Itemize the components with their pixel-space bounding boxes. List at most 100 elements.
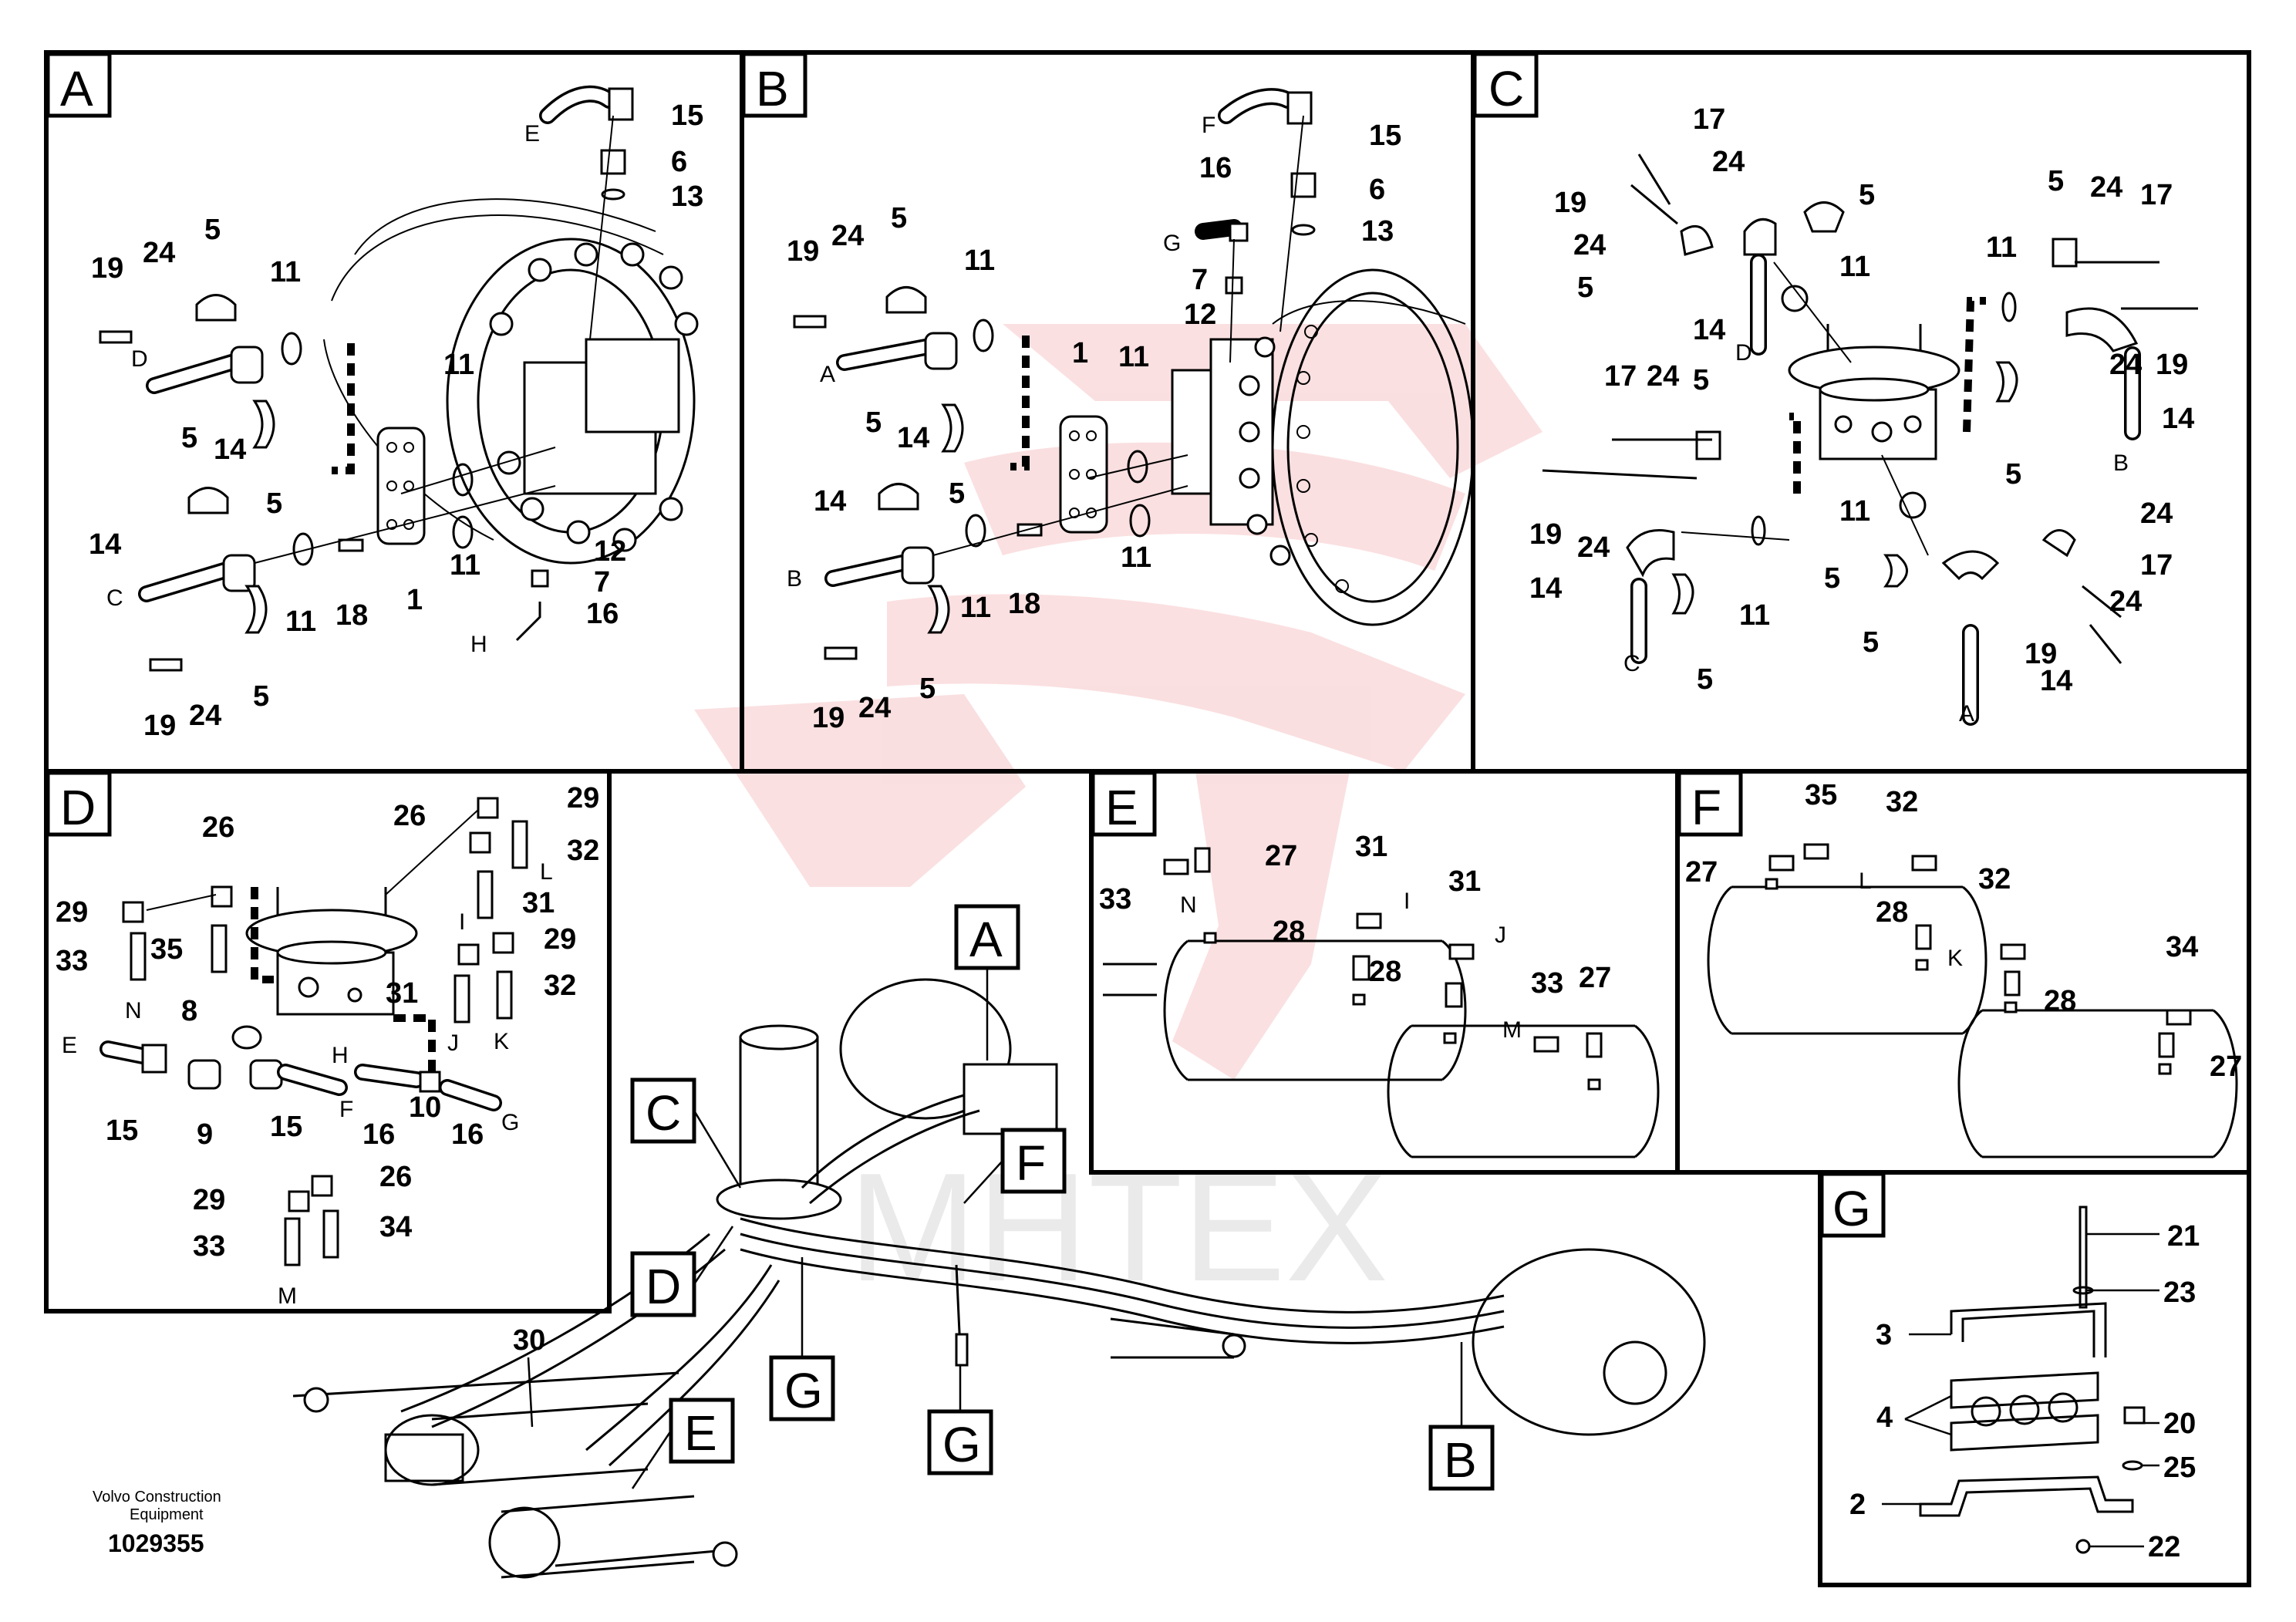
svg-text:29: 29: [193, 1184, 225, 1216]
svg-text:5: 5: [181, 422, 197, 454]
panel-f-cylinders: [1707, 878, 2238, 1158]
panel-b: B: [740, 50, 1475, 774]
svg-text:11: 11: [1121, 541, 1151, 574]
svg-text:17: 17: [1604, 360, 1637, 393]
svg-text:14: 14: [1529, 572, 1562, 605]
svg-text:19: 19: [1529, 518, 1562, 551]
svg-text:4: 4: [1876, 1401, 1893, 1434]
panel-c-callouts: 17 24 19 24 5 5 11 14 5 24 17 11 24 19 1…: [1529, 103, 2194, 727]
overview-callout-30: 30: [513, 1324, 545, 1357]
svg-text:5: 5: [1577, 271, 1593, 304]
svg-text:15: 15: [270, 1111, 302, 1143]
overview-label-c: C: [630, 1077, 696, 1144]
svg-text:31: 31: [1448, 865, 1481, 898]
svg-text:L: L: [540, 859, 553, 885]
panel-a: A: [44, 50, 744, 774]
svg-text:5: 5: [204, 214, 221, 246]
svg-text:G: G: [784, 1363, 823, 1418]
panel-a-orings-11: [281, 332, 474, 566]
svg-text:22: 22: [2148, 1531, 2180, 1563]
svg-text:A: A: [60, 61, 93, 116]
svg-text:11: 11: [1986, 231, 2017, 264]
svg-text:H: H: [332, 1043, 349, 1068]
svg-text:C: C: [106, 585, 123, 611]
overview-label-f: F: [1000, 1128, 1067, 1194]
svg-text:M: M: [1502, 1017, 1522, 1043]
svg-text:11: 11: [450, 549, 480, 582]
svg-text:31: 31: [522, 887, 555, 919]
svg-text:14: 14: [1693, 314, 1725, 346]
panel-c-label: C: [1472, 52, 1539, 118]
svg-text:15: 15: [106, 1114, 138, 1147]
svg-text:C: C: [1623, 651, 1640, 676]
svg-text:11: 11: [1739, 599, 1770, 632]
panel-d-callouts: 26 29 29 33 35 26 32 31 29 31 32 8 15 9 …: [56, 782, 599, 1309]
svg-text:H: H: [470, 632, 487, 657]
svg-text:A: A: [820, 362, 835, 387]
svg-text:26: 26: [202, 811, 234, 844]
svg-text:15: 15: [1369, 120, 1401, 152]
svg-text:32: 32: [567, 835, 599, 867]
svg-text:5: 5: [1824, 562, 1840, 595]
panel-e-fittings: [1163, 847, 1603, 1058]
svg-text:A: A: [1959, 701, 1974, 727]
panel-a-screws: [99, 330, 364, 672]
panel-a-callouts: 15 6 13 19 24 5 11 11 14 5 5 14 12 7 16 …: [89, 99, 703, 742]
panel-d-swivel-joint: [245, 887, 418, 1016]
panel-e-cylinders: [1103, 932, 1660, 1158]
svg-text:24: 24: [2140, 497, 2173, 530]
panel-d-fittings: [122, 797, 528, 1266]
svg-text:7: 7: [594, 566, 610, 599]
svg-text:B: B: [756, 61, 789, 116]
svg-text:8: 8: [181, 995, 197, 1027]
panel-a-flange-1: [376, 427, 426, 545]
svg-text:25: 25: [2163, 1452, 2196, 1484]
svg-text:19: 19: [2025, 638, 2057, 670]
svg-text:19: 19: [143, 710, 176, 742]
svg-text:5: 5: [949, 477, 965, 510]
svg-text:G: G: [1163, 231, 1181, 256]
svg-text:M: M: [278, 1283, 297, 1309]
panel-f-fittings: [1768, 843, 2192, 1058]
panel-d-label: D: [46, 771, 112, 837]
panel-f-label: F: [1677, 771, 1743, 837]
credit-line-1: Volvo Construction: [93, 1489, 221, 1506]
svg-text:F: F: [1691, 780, 1721, 835]
panel-a-oring-13: [601, 188, 625, 201]
svg-text:5: 5: [266, 487, 282, 520]
panel-g-label: G: [1819, 1172, 1886, 1238]
svg-text:28: 28: [2044, 985, 2076, 1017]
svg-text:G: G: [1832, 1181, 1871, 1236]
overview-label-d: D: [630, 1251, 696, 1317]
svg-text:18: 18: [335, 599, 368, 632]
svg-text:B: B: [787, 566, 802, 592]
svg-text:E: E: [524, 121, 540, 147]
svg-text:24: 24: [1647, 360, 1679, 393]
svg-text:E: E: [684, 1405, 717, 1461]
svg-text:B: B: [2113, 450, 2129, 476]
panel-g-cover-3: [1950, 1302, 2107, 1357]
svg-text:E: E: [1105, 780, 1138, 835]
svg-text:A: A: [969, 912, 1003, 967]
svg-text:24: 24: [2090, 171, 2122, 204]
panel-g-callouts: 21 23 3 4 20 25 2 22: [1849, 1220, 2200, 1563]
svg-text:16: 16: [1199, 152, 1232, 184]
svg-text:28: 28: [1369, 956, 1401, 988]
overview-swivel: [739, 1036, 819, 1193]
svg-text:24: 24: [858, 692, 891, 724]
panel-a-elbow-15: [608, 87, 634, 121]
overview-label-g2: G: [927, 1409, 993, 1475]
svg-text:D: D: [60, 780, 96, 835]
svg-text:33: 33: [1099, 883, 1131, 916]
overview-label-a: A: [954, 904, 1020, 970]
panel-g-bracket-2: [1919, 1475, 2134, 1517]
svg-text:I: I: [1404, 889, 1410, 914]
svg-text:20: 20: [2163, 1408, 2196, 1440]
svg-text:24: 24: [831, 220, 864, 252]
svg-text:N: N: [1180, 892, 1197, 918]
svg-text:G: G: [501, 1110, 519, 1135]
svg-text:5: 5: [2048, 165, 2064, 197]
svg-text:33: 33: [193, 1230, 225, 1263]
svg-text:13: 13: [671, 180, 703, 213]
svg-text:C: C: [646, 1085, 681, 1141]
